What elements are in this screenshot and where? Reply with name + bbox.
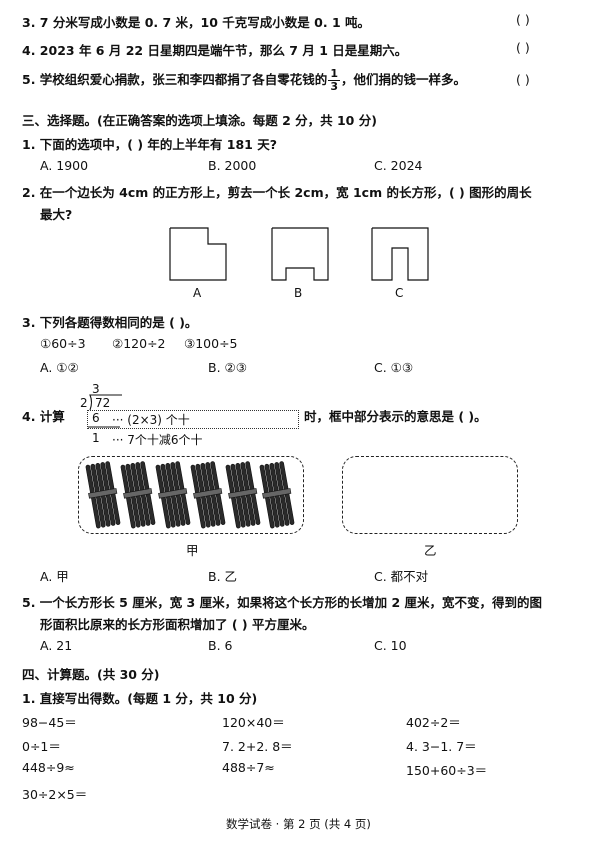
q4-option-a[interactable]: A. 甲 <box>40 569 69 584</box>
q1-option-a[interactable]: A. 1900 <box>40 158 89 173</box>
stick-bundles-icon <box>85 461 295 529</box>
shape-a-diagram <box>169 227 227 281</box>
page-footer: 数学试卷 · 第 2 页 (共 4 页) <box>226 817 371 831</box>
calc-item[interactable]: 150+60÷3＝ <box>406 763 488 778</box>
q3-item-3: ③100÷5 <box>184 336 238 351</box>
q3-option-c[interactable]: C. ①③ <box>374 360 414 375</box>
division-step-1-value: 6 <box>92 411 100 425</box>
tf-q5-text-end: ，他们捐的钱一样多。 <box>340 72 466 87</box>
choice-question-4-suffix: 时，框中部分表示的意思是 ( )。 <box>304 409 487 424</box>
shape-b-diagram <box>271 227 329 281</box>
calc-item[interactable]: 98−45＝ <box>22 715 77 730</box>
calc-item[interactable]: 448÷9≈ <box>22 760 75 775</box>
choice-question-2-line-1: 2. 在一个边长为 4cm 的正方形上，剪去一个长 2cm，宽 1cm 的长方形… <box>22 185 532 200</box>
q5-option-a[interactable]: A. 21 <box>40 638 73 653</box>
box-yi <box>342 456 518 534</box>
choice-question-4-prefix: 4. 计算 <box>22 409 65 424</box>
division-bracket <box>89 394 122 411</box>
choice-question-2-line-2: 最大? <box>40 207 73 222</box>
box-yi-label: 乙 <box>424 543 437 558</box>
division-divisor: 2 <box>80 396 88 410</box>
q4-option-c[interactable]: C. 都不对 <box>374 569 429 584</box>
shape-b-label: B <box>294 286 303 300</box>
division-dividend: 72 <box>95 396 111 410</box>
tf-question-4: 4. 2023 年 6 月 22 日星期四是端午节，那么 7 月 1 日是星期六… <box>22 43 408 58</box>
tf-q5-text-start: 5. 学校组织爱心捐款，张三和李四都捐了各自零花钱的 <box>22 72 328 87</box>
choice-question-1: 1. 下面的选项中，( ) 年的上半年有 181 天? <box>22 137 277 152</box>
division-quotient: 3 <box>92 382 100 396</box>
q5-option-b[interactable]: B. 6 <box>208 638 233 653</box>
shape-c-label: C <box>395 286 404 300</box>
choice-question-3: 3. 下列各题得数相同的是 ( )。 <box>22 315 198 330</box>
q5-option-c[interactable]: C. 10 <box>374 638 407 653</box>
calc-item[interactable]: 120×40＝ <box>222 715 285 730</box>
calc-item[interactable]: 30÷2×5＝ <box>22 787 88 802</box>
choice-question-5-line-1: 5. 一个长方形长 5 厘米，宽 3 厘米，如果将这个长方形的长增加 2 厘米，… <box>22 595 543 610</box>
division-highlight-box <box>87 410 299 429</box>
shape-c-diagram <box>371 227 429 281</box>
tf-answer-blank-5[interactable]: ( ) <box>516 72 530 87</box>
tf-answer-blank-3[interactable]: ( ) <box>516 12 530 27</box>
choice-question-5-line-2: 形面积比原来的长方形面积增加了 ( ) 平方厘米。 <box>40 617 315 632</box>
section-4-sub-1: 1. 直接写出得数。(每题 1 分，共 10 分) <box>22 691 258 706</box>
section-4-heading: 四、计算题。(共 30 分) <box>22 667 160 682</box>
q1-option-c[interactable]: C. 2024 <box>374 158 423 173</box>
division-underline <box>88 426 120 428</box>
q3-option-b[interactable]: B. ②③ <box>208 360 247 375</box>
q3-option-a[interactable]: A. ①② <box>40 360 79 375</box>
shape-a-label: A <box>193 286 202 300</box>
section-3-heading: 三、选择题。(在正确答案的选项上填涂。每题 2 分，共 10 分) <box>22 113 377 128</box>
division-step-2-value: 1 <box>92 431 100 445</box>
box-jia-label: 甲 <box>186 543 199 558</box>
box-jia <box>78 456 304 534</box>
division-step-1-note: ··· (2×3) 个十 <box>112 413 190 427</box>
q4-option-b[interactable]: B. 乙 <box>208 569 238 584</box>
calc-item[interactable]: 0÷1＝ <box>22 739 61 754</box>
calc-item[interactable]: 4. 3−1. 7＝ <box>406 739 477 754</box>
calc-item[interactable]: 488÷7≈ <box>222 760 275 775</box>
tf-answer-blank-4[interactable]: ( ) <box>516 40 530 55</box>
q1-option-b[interactable]: B. 2000 <box>208 158 257 173</box>
tf-question-3: 3. 7 分米写成小数是 0. 7 米，10 千克写成小数是 0. 1 吨。 <box>22 15 370 30</box>
division-step-2-note: ··· 7个十减6个十 <box>112 433 203 447</box>
q3-item-1: ①60÷3 <box>40 336 86 351</box>
q3-item-2: ②120÷2 <box>112 336 166 351</box>
calc-item[interactable]: 7. 2+2. 8＝ <box>222 739 293 754</box>
calc-item[interactable]: 402÷2＝ <box>406 715 461 730</box>
